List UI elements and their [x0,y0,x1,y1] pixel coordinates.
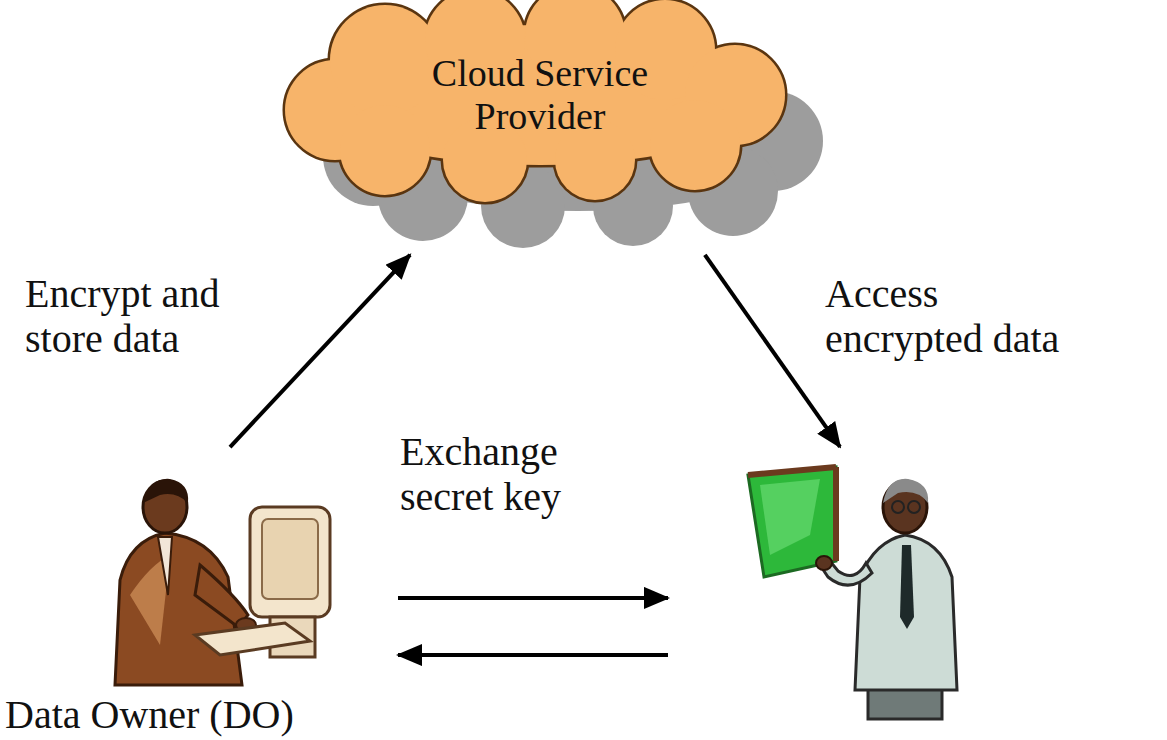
node-text: Cloud Service Provider [410,52,670,137]
arrow-connector [230,255,410,447]
arrow-connector [398,653,668,657]
node-text: Data Owner (DO) [5,693,395,738]
data-owner-node: Data Owner (DO) [0,445,400,740]
user-node [660,445,980,725]
cloud-node: Cloud Service Provider [255,0,840,280]
edge-label: Encrypt and store data [25,272,265,362]
user-figure [660,445,980,725]
edge-label: Access encrypted data [825,272,1087,362]
cloud-shape [255,0,840,280]
edge-label: Exchange secret key [400,430,625,520]
arrow-connector [705,255,840,447]
arrow-connector [398,596,668,600]
